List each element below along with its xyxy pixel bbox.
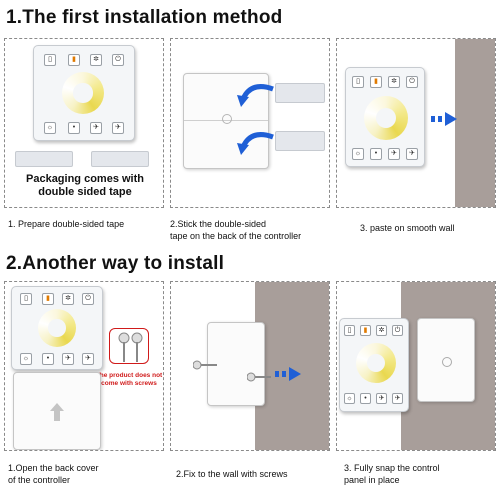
scene2-icon: ✈ bbox=[82, 353, 94, 365]
caption-step-6-line-1: 3. Fully snap the control bbox=[344, 463, 440, 473]
wall bbox=[455, 39, 495, 207]
screws-icon bbox=[118, 332, 143, 362]
dot-icon: • bbox=[42, 353, 54, 365]
tape-strip-top bbox=[275, 83, 325, 103]
dot-icon: • bbox=[68, 122, 80, 134]
color-ring bbox=[356, 343, 396, 383]
brightness-icon: ☼ bbox=[344, 393, 355, 404]
caption-step-4-line-1: 1.Open the back cover bbox=[8, 463, 99, 473]
cold-white-icon: ▯ bbox=[352, 76, 364, 88]
mode-icon: ✲ bbox=[90, 54, 102, 66]
scene-icon: ✈ bbox=[90, 122, 102, 134]
panel-prepare-tape: ▯ ▮ ✲ ⏻ ☼ • ✈ ✈ Packaging comes with dou… bbox=[4, 38, 164, 208]
scene2-icon: ✈ bbox=[112, 122, 124, 134]
dot-icon: • bbox=[360, 393, 371, 404]
screw-left-icon bbox=[193, 360, 217, 370]
arrow-up-icon bbox=[50, 403, 64, 421]
screw-right-icon bbox=[247, 372, 271, 382]
warm-white-icon: ▮ bbox=[42, 293, 54, 305]
panel-paste-wall: ▯ ▮ ✲ ⏻ ☼ • ✈ ✈ bbox=[336, 38, 496, 208]
caption-step-2-line-1: 2.Stick the double-sided bbox=[170, 219, 267, 229]
back-cover bbox=[13, 372, 101, 450]
caption-step-6-line-2: panel in place bbox=[344, 475, 400, 485]
power-icon: ⏻ bbox=[112, 54, 124, 66]
controller-front: ▯ ▮ ✲ ⏻ ☼ • ✈ ✈ bbox=[11, 286, 103, 370]
scene2-icon: ✈ bbox=[406, 148, 418, 160]
power-icon: ⏻ bbox=[82, 293, 94, 305]
panel-fix-screws bbox=[170, 281, 330, 451]
warm-white-icon: ▮ bbox=[370, 76, 382, 88]
power-icon: ⏻ bbox=[406, 76, 418, 88]
caption-step-2: 2.Stick the double-sided tape on the bac… bbox=[170, 218, 301, 242]
panel-stick-tape bbox=[170, 38, 330, 208]
controller-front: ▯ ▮ ✲ ⏻ ☼ • ✈ ✈ bbox=[339, 318, 409, 412]
arrow-curve-top-icon bbox=[237, 84, 274, 107]
scene2-icon: ✈ bbox=[392, 393, 403, 404]
scene-icon: ✈ bbox=[388, 148, 400, 160]
cold-white-icon: ▯ bbox=[344, 325, 355, 336]
scene-icon: ✈ bbox=[62, 353, 74, 365]
color-ring bbox=[38, 309, 76, 347]
cold-white-icon: ▯ bbox=[20, 293, 32, 305]
caption-step-2-line-2: tape on the back of the controller bbox=[170, 231, 302, 241]
controller-on-wall: ▯ ▮ ✲ ⏻ ☼ • ✈ ✈ bbox=[345, 67, 425, 167]
caption-step-5: 2.Fix to the wall with screws bbox=[176, 469, 288, 479]
section-title-another-way: 2.Another way to install bbox=[6, 253, 225, 274]
brightness-icon: ☼ bbox=[44, 122, 56, 134]
caption-step-6: 3. Fully snap the control panel in place bbox=[344, 462, 440, 486]
controller-front: ▯ ▮ ✲ ⏻ ☼ • ✈ ✈ bbox=[33, 45, 135, 141]
tape-strip-right bbox=[91, 151, 149, 167]
arrow-right-icon bbox=[431, 112, 457, 126]
screws-note-border bbox=[109, 328, 149, 364]
tape-strip-bottom bbox=[275, 131, 325, 151]
brightness-icon: ☼ bbox=[352, 148, 364, 160]
caption-step-1: 1. Prepare double-sided tape bbox=[8, 219, 125, 229]
mode-icon: ✲ bbox=[388, 76, 400, 88]
caption-step-4-line-2: of the controller bbox=[8, 475, 71, 485]
power-icon: ⏻ bbox=[392, 325, 403, 336]
cold-white-icon: ▯ bbox=[44, 54, 56, 66]
brightness-icon: ☼ bbox=[20, 353, 32, 365]
panel-open-cover: ▯ ▮ ✲ ⏻ ☼ • ✈ ✈ The product does not com… bbox=[4, 281, 164, 451]
arrow-right-icon bbox=[275, 367, 301, 381]
section-title-first-method: 1.The first installation method bbox=[6, 7, 283, 28]
caption-step-3: 3. paste on smooth wall bbox=[360, 223, 455, 233]
packaging-text: Packaging comes with double sided tape bbox=[26, 173, 144, 198]
caption-step-4: 1.Open the back cover of the controller bbox=[8, 462, 99, 486]
tape-strip-left bbox=[15, 151, 73, 167]
installation-row-2: ▯ ▮ ✲ ⏻ ☼ • ✈ ✈ The product does not com… bbox=[4, 281, 496, 451]
scene-icon: ✈ bbox=[376, 393, 387, 404]
wall bbox=[255, 282, 329, 450]
back-cover-mounted bbox=[417, 318, 475, 402]
dot-icon: • bbox=[370, 148, 382, 160]
mode-icon: ✲ bbox=[376, 325, 387, 336]
installation-row-1: ▯ ▮ ✲ ⏻ ☼ • ✈ ✈ Packaging comes with dou… bbox=[4, 38, 496, 208]
warm-white-icon: ▮ bbox=[68, 54, 80, 66]
screws-note: The product does not come with screws bbox=[95, 372, 163, 387]
warm-white-icon: ▮ bbox=[360, 325, 371, 336]
arrow-curve-bottom-icon bbox=[237, 132, 274, 155]
panel-snap-panel: ▯ ▮ ✲ ⏻ ☼ • ✈ ✈ bbox=[336, 281, 496, 451]
color-ring bbox=[364, 96, 408, 140]
mode-icon: ✲ bbox=[62, 293, 74, 305]
color-ring bbox=[62, 72, 104, 114]
